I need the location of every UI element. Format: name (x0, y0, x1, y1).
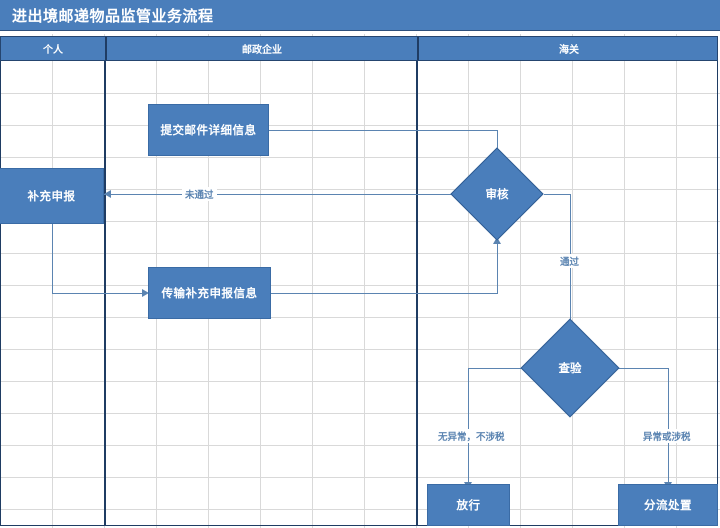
grid-line-horizontal (0, 221, 720, 222)
node-transmit-supplementary-info[interactable]: 传输补充申报信息 (148, 267, 271, 319)
arrowhead-review-failed (104, 190, 111, 198)
lane-divider-2 (416, 36, 418, 526)
grid-line-horizontal (0, 317, 720, 318)
grid-line-vertical (364, 34, 365, 528)
grid-line-vertical (676, 34, 677, 528)
node-submit-mail-details[interactable]: 提交邮件详细信息 (148, 104, 269, 156)
edge-label-abnormal-or-tax: 异常或涉税 (640, 429, 694, 443)
grid-line-horizontal (0, 285, 720, 286)
edge-label-failed: 未通过 (182, 187, 217, 201)
connector-submit-to-review (269, 130, 498, 131)
node-label: 提交邮件详细信息 (160, 125, 257, 137)
lane-header-label: 海关 (559, 45, 579, 56)
node-label: 审核 (485, 189, 509, 201)
page-title: 进出境邮递物品监管业务流程 (12, 8, 214, 25)
node-label: 传输补充申报信息 (161, 288, 258, 300)
lane-header-postal-enterprise: 邮政企业 (105, 37, 417, 60)
grid-line-horizontal (0, 253, 720, 254)
connector-review-failed-to-supplement (104, 194, 451, 195)
grid-line-horizontal (0, 349, 720, 350)
grid-line-horizontal (0, 477, 720, 478)
connector-review-passed-out (544, 194, 571, 195)
connector-submit-to-review-drop (497, 130, 498, 156)
grid-line-horizontal (0, 413, 720, 414)
node-label: 分流处置 (644, 500, 692, 512)
grid-line-vertical (572, 34, 573, 528)
connector-inspect-to-divert (668, 368, 669, 484)
connector-transmit-to-review-rise (497, 244, 498, 294)
grid-line-horizontal (0, 93, 720, 94)
lane-header-individual: 个人 (1, 37, 105, 60)
edge-label-normal-no-tax: 无异常，不涉税 (435, 429, 508, 443)
connector-inspect-to-release (468, 368, 469, 484)
edge-label-passed: 通过 (557, 254, 583, 268)
chart-title-bar: 进出境邮递物品监管业务流程 (0, 0, 720, 31)
grid-line-vertical (520, 34, 521, 528)
lane-divider-1 (104, 36, 106, 526)
grid-line-horizontal (0, 381, 720, 382)
lane-header-customs: 海关 (417, 37, 719, 60)
connector-inspect-right-branch (618, 368, 669, 369)
node-label: 放行 (456, 500, 481, 512)
node-divert-handling[interactable]: 分流处置 (618, 484, 718, 526)
connector-inspect-left-branch (468, 368, 522, 369)
node-label: 补充申报 (27, 191, 76, 203)
lane-header-row: 个人 邮政企业 海关 (0, 36, 718, 61)
node-release[interactable]: 放行 (427, 484, 510, 526)
grid-line-vertical (312, 34, 313, 528)
connector-supplement-to-transmit (52, 293, 143, 294)
grid-line-vertical (468, 34, 469, 528)
grid-line-horizontal (0, 509, 720, 510)
connector-supplement-down (52, 224, 53, 294)
grid-line-horizontal (0, 125, 720, 126)
arrowhead-supplement-to-transmit (142, 289, 149, 297)
lane-header-label: 个人 (43, 45, 63, 56)
node-label: 查验 (558, 363, 582, 375)
connector-transmit-to-review (271, 293, 497, 294)
node-supplementary-declaration[interactable]: 补充申报 (0, 168, 104, 224)
grid-line-horizontal (0, 445, 720, 446)
grid-line-horizontal (0, 157, 720, 158)
grid-line-horizontal (0, 189, 720, 190)
lane-header-label: 邮政企业 (242, 45, 282, 56)
grid-line-vertical (624, 34, 625, 528)
